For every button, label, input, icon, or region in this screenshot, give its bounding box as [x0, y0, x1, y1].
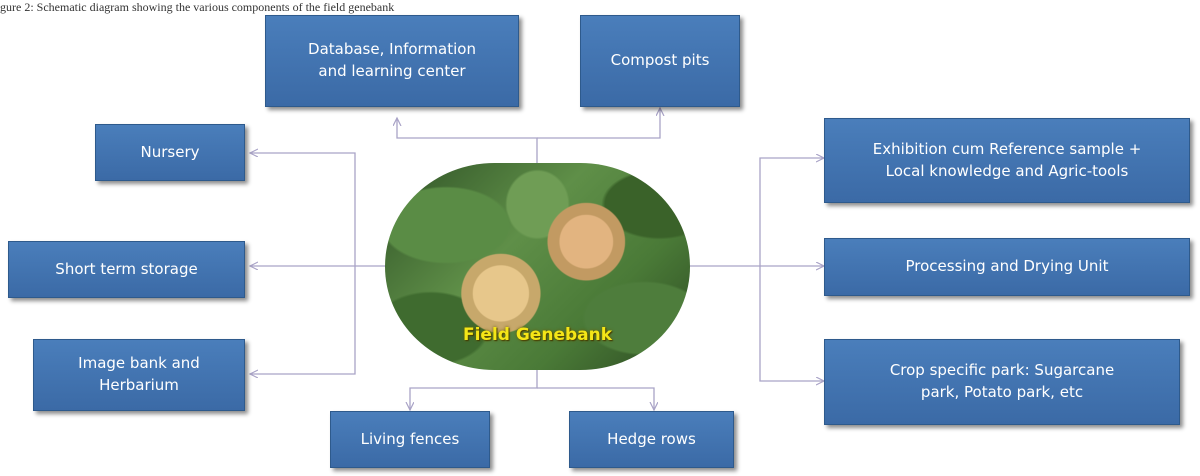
node-crop-specific-park: Crop specific park: Sugarcane park, Pota…	[824, 339, 1180, 425]
node-image-bank: Image bank and Herbarium	[33, 339, 245, 411]
node-living-fences: Living fences	[330, 411, 490, 468]
figure-caption: gure 2: Schematic diagram showing the va…	[0, 0, 395, 14]
connector-compost	[537, 108, 660, 139]
node-exhibition: Exhibition cum Reference sample + Local …	[824, 118, 1190, 203]
node-nursery: Nursery	[95, 124, 245, 181]
connector-nursery	[250, 153, 356, 266]
node-compost-pits: Compost pits	[580, 15, 740, 107]
node-processing-drying: Processing and Drying Unit	[824, 238, 1190, 296]
connector-image-bank	[250, 266, 356, 374]
connector-database	[397, 118, 538, 165]
field-genebank-hub: Field Genebank	[385, 163, 690, 370]
node-short-term-storage: Short term storage	[8, 241, 245, 298]
connector-hedge-rows	[537, 387, 654, 410]
connector-living-fences	[410, 370, 538, 410]
node-hedge-rows: Hedge rows	[569, 411, 734, 468]
connector-crop-park	[759, 266, 824, 381]
hub-label: Field Genebank	[462, 325, 613, 345]
connector-exhibition	[759, 158, 824, 266]
node-database: Database, Information and learning cente…	[265, 15, 519, 107]
